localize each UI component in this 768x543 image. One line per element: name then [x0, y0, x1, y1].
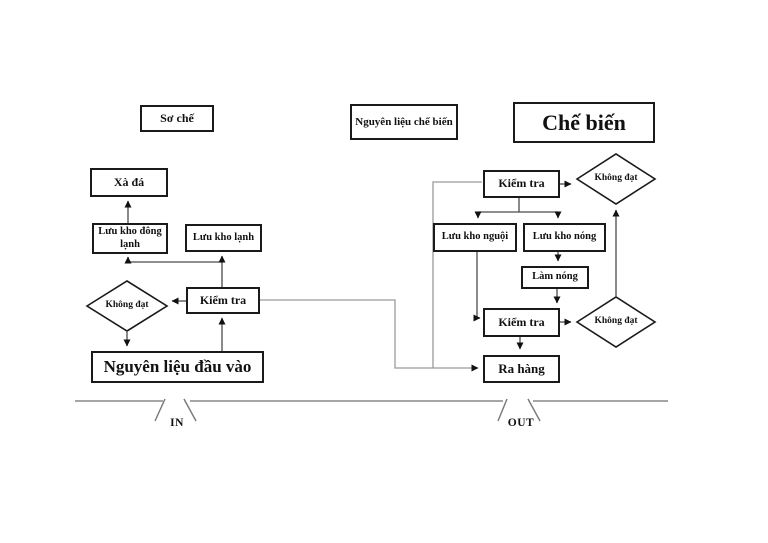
stage-label-nguyen-lieu-che-bien: Nguyên liệu chế biến [350, 104, 458, 140]
connector-branch-to-kiemtraR1 [432, 181, 482, 368]
decision-label-khong-dat-top: Không đạt [594, 173, 638, 184]
node-xa-da: Xà đá [90, 168, 168, 197]
connector-lknguoi-to-kiemtraR2 [473, 252, 481, 322]
stage-label-so-che: Sơ chế [140, 105, 214, 132]
node-lam-nong: Làm nóng [521, 266, 589, 289]
decision-label-khong-dat-bottom: Không đạt [594, 316, 638, 327]
node-luu-kho-lanh: Lưu kho lạnh [185, 224, 262, 252]
node-ra-hang: Ra hàng [483, 355, 560, 383]
flow-marker-out: OUT [507, 417, 535, 429]
baseline-break-tick-in-right [183, 398, 197, 422]
decision-diamond-left [85, 280, 169, 332]
connector-kiemtraL-up-split [128, 261, 223, 287]
baseline-break-tick-out-left [497, 398, 508, 422]
flow-marker-in: IN [170, 417, 184, 429]
node-luu-kho-dong-lanh: Lưu kho đông lạnh [92, 223, 168, 254]
stage-label-che-bien: Chế biến [513, 102, 655, 143]
node-nguyen-lieu-dau-vao: Nguyên liệu đầu vào [91, 351, 264, 383]
decision-label-khong-dat-left: Không đạt [105, 300, 149, 311]
node-kiem-tra-bottom-right: Kiểm tra [483, 308, 560, 337]
node-luu-kho-nguoi: Lưu kho nguội [433, 223, 517, 252]
node-kiem-tra-top-right: Kiểm tra [483, 170, 560, 198]
decision-diamond-bottom-right [575, 296, 657, 348]
decision-diamond-top-right [575, 153, 657, 205]
baseline-break-tick-out-right [527, 398, 541, 422]
connector-kiemtraL-to-rahang [260, 299, 479, 372]
node-luu-kho-nong: Lưu kho nóng [523, 223, 606, 252]
connector-kiemtraR1-down-split [478, 198, 558, 213]
node-kiem-tra-left: Kiểm tra [186, 287, 260, 314]
baseline-break-tick-in-left [154, 398, 166, 422]
